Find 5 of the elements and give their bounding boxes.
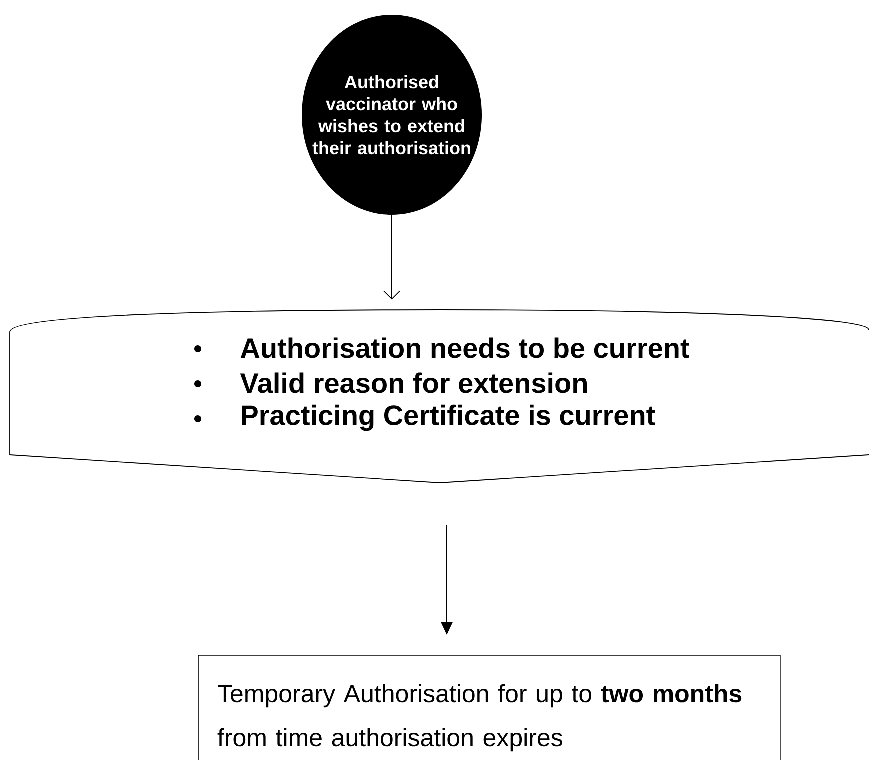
bullet-item: Valid reason for extension (240, 372, 587, 394)
result-box: Temporary Authorisation for up to two months from time authorisation expires (198, 655, 781, 760)
arrow (384, 214, 400, 300)
bullet-item: Authorisation needs to be current (240, 338, 690, 358)
bullet-item: Practicing Certificate is current (242, 404, 656, 432)
